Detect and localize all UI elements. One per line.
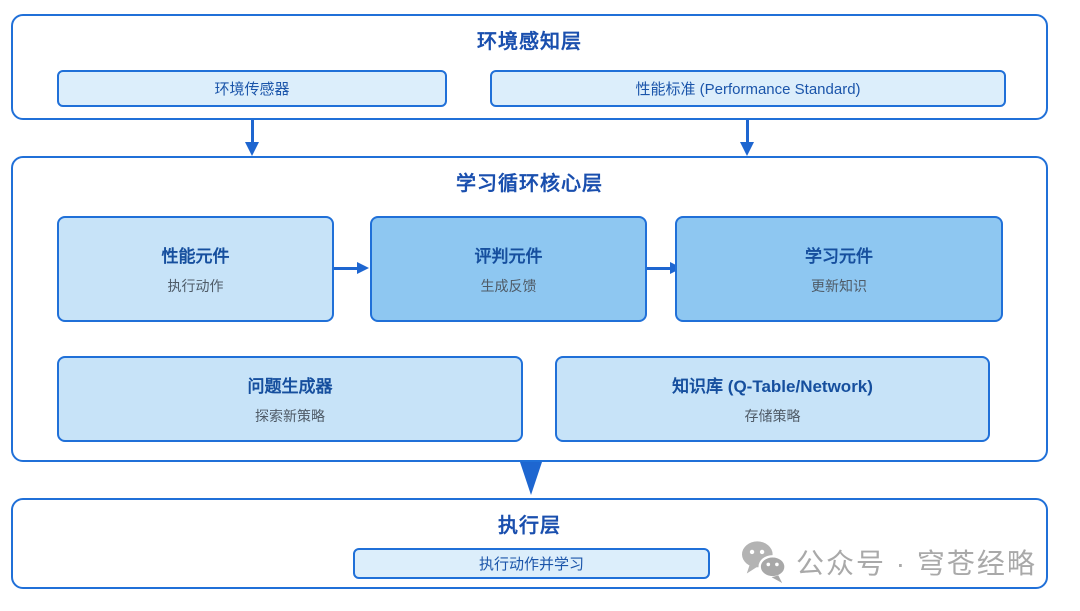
node-problem-generator: 问题生成器 探索新策略 — [57, 356, 523, 442]
wechat-icon — [741, 540, 787, 584]
node-knowledge-base-subtitle: 存储策略 — [744, 408, 801, 424]
watermark-text: 公众号 · 穹苍经略 — [796, 548, 1037, 579]
node-knowledge-base: 知识库 (Q-Table/Network) 存储策略 — [555, 356, 990, 442]
layer-perception-title: 环境感知层 — [477, 31, 582, 53]
node-critic-element-title: 评判元件 — [474, 247, 543, 266]
node-learning-element-title: 学习元件 — [805, 247, 873, 266]
arrow-sensor-to-core-head — [245, 142, 259, 156]
node-performance-standard-label: 性能标准 (Performance Standard) — [635, 81, 861, 98]
watermark: 公众号 · 穹苍经略 — [741, 540, 1037, 584]
arrow-performance-to-critic-line — [334, 267, 359, 270]
arrow-standard-to-core-head — [740, 142, 754, 156]
node-execute-and-learn-label: 执行动作并学习 — [478, 556, 584, 573]
node-problem-generator-title: 问题生成器 — [247, 377, 333, 396]
layer-perception: 环境感知层 环境传感器 性能标准 (Performance Standard) — [11, 14, 1048, 120]
arrow-sensor-to-core-stem — [251, 120, 254, 143]
layer-core-title: 学习循环核心层 — [456, 173, 603, 195]
node-critic-element-subtitle: 生成反馈 — [480, 278, 537, 294]
node-performance-element-title: 性能元件 — [161, 247, 230, 266]
node-performance-standard: 性能标准 (Performance Standard) — [490, 70, 1006, 107]
layer-core: 学习循环核心层 性能元件 执行动作 评判元件 生成反馈 学习元件 更新知识 问题… — [11, 156, 1048, 462]
arrow-performance-to-critic-head — [357, 262, 369, 274]
node-performance-element-subtitle: 执行动作 — [167, 278, 224, 294]
node-learning-element-subtitle: 更新知识 — [811, 278, 867, 294]
arrow-core-to-execution — [520, 462, 542, 495]
node-environment-sensor-label: 环境传感器 — [214, 81, 290, 98]
layer-execution-title: 执行层 — [498, 515, 561, 537]
layer-execution: 执行层 执行动作并学习 公众号 · 穹苍经略 — [11, 498, 1048, 589]
node-critic-element: 评判元件 生成反馈 — [370, 216, 647, 322]
node-environment-sensor: 环境传感器 — [57, 70, 447, 107]
node-execute-and-learn: 执行动作并学习 — [353, 548, 710, 579]
node-problem-generator-subtitle: 探索新策略 — [255, 408, 325, 424]
arrow-standard-to-core-stem — [746, 120, 749, 143]
node-performance-element: 性能元件 执行动作 — [57, 216, 334, 322]
node-learning-element: 学习元件 更新知识 — [675, 216, 1003, 322]
node-knowledge-base-title: 知识库 (Q-Table/Network) — [672, 377, 873, 396]
arrow-critic-to-learning-line — [647, 267, 672, 270]
